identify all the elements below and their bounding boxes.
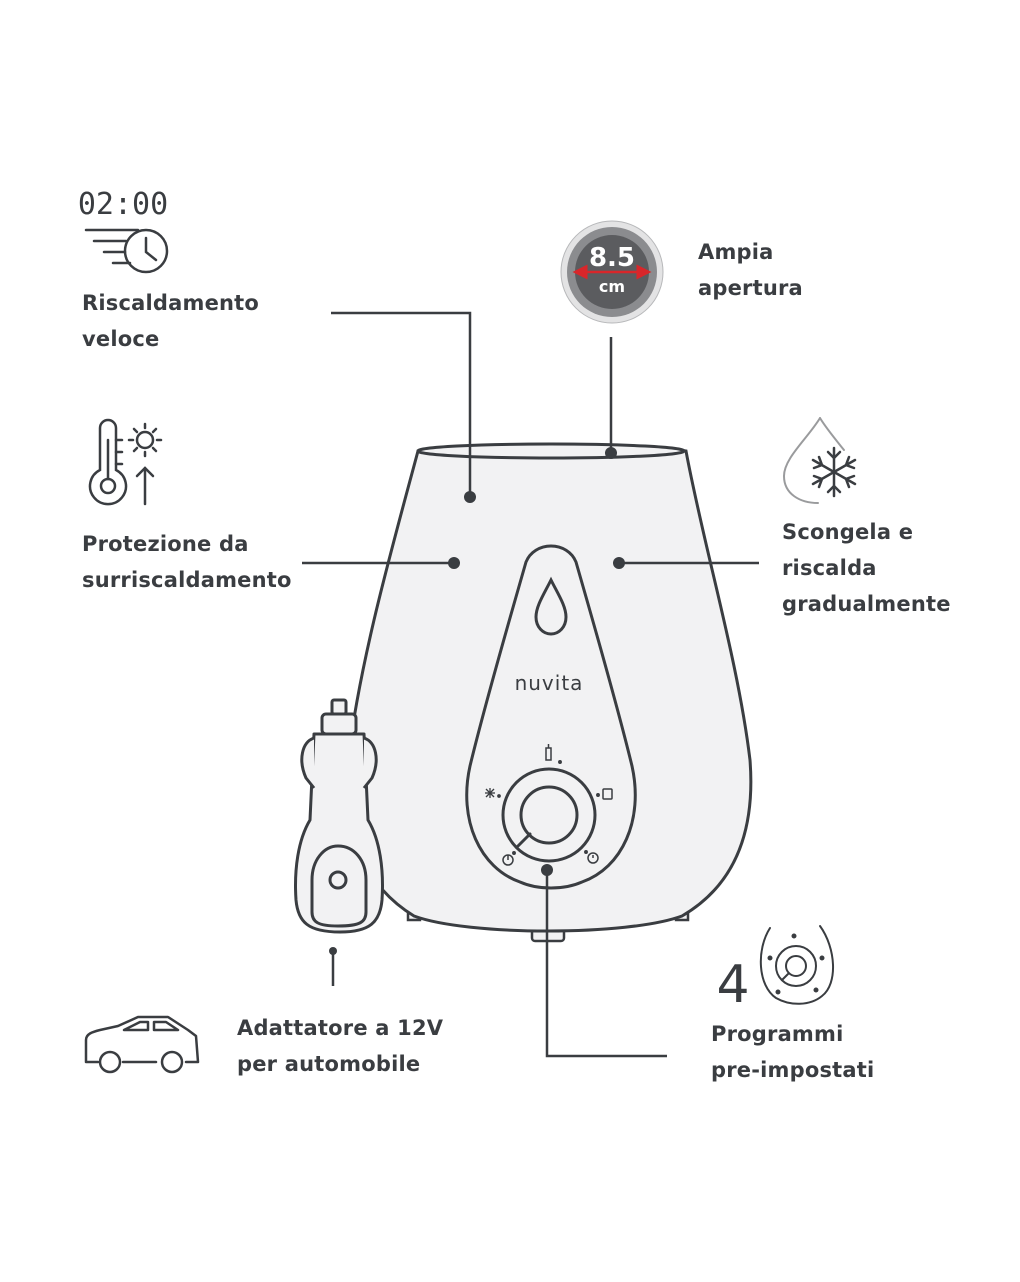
jar-program-icon	[596, 788, 613, 800]
label-line: Ampia	[698, 240, 774, 264]
label-defrost: Scongela e riscalda gradualmente	[782, 514, 951, 622]
leader-dots	[329, 447, 625, 955]
diameter-value: 8.5	[589, 243, 635, 273]
leader-fast-heating	[331, 311, 472, 497]
label-line: gradualmente	[782, 592, 951, 616]
label-line: Adattatore a 12V	[237, 1016, 444, 1040]
label-line: apertura	[698, 276, 803, 300]
bottle-warmer-device: nuvita	[345, 442, 753, 943]
label-line: Scongela e	[782, 520, 914, 544]
leader-lines	[302, 311, 759, 1058]
opening-diameter-icon: 8.5 cm	[560, 220, 664, 324]
thermometer-sun-icon	[88, 418, 163, 506]
clock-timer-icon: 02:00	[78, 187, 169, 274]
label-fast-heating: Riscaldamento veloce	[82, 285, 259, 357]
bottle-program-icon	[545, 744, 562, 764]
program-knob	[501, 767, 597, 863]
label-line: Protezione da	[82, 532, 249, 556]
car-adapter-plug	[294, 698, 384, 934]
timer-program-icon	[584, 850, 599, 864]
brand-logo: nuvita	[515, 671, 584, 695]
label-line: riscalda	[782, 556, 877, 580]
label-line: pre-impostati	[711, 1058, 875, 1082]
label-line: Riscaldamento	[82, 291, 260, 315]
drop-indicator	[534, 576, 568, 636]
label-line: Programmi	[711, 1022, 844, 1046]
label-line: veloce	[82, 327, 160, 351]
label-line: surriscaldamento	[82, 568, 292, 592]
leader-programs	[545, 870, 667, 1058]
programs-count: 4	[716, 955, 749, 1015]
label-programs: Programmi pre-impostati	[711, 1016, 874, 1088]
label-line: per automobile	[237, 1052, 421, 1076]
label-car-adapter: Adattatore a 12V per automobile	[237, 1010, 443, 1082]
knob-programs-icon: 4	[716, 925, 834, 1015]
timer-display: 02:00	[78, 187, 168, 222]
diameter-unit: cm	[599, 277, 625, 296]
power-icon	[502, 851, 516, 866]
label-overheat-protection: Protezione da surriscaldamento	[82, 526, 292, 598]
drop-snowflake-icon	[782, 417, 857, 504]
car-icon	[84, 1015, 200, 1074]
label-wide-opening: Ampia apertura	[698, 234, 803, 306]
snowflake-program-icon	[485, 788, 501, 798]
